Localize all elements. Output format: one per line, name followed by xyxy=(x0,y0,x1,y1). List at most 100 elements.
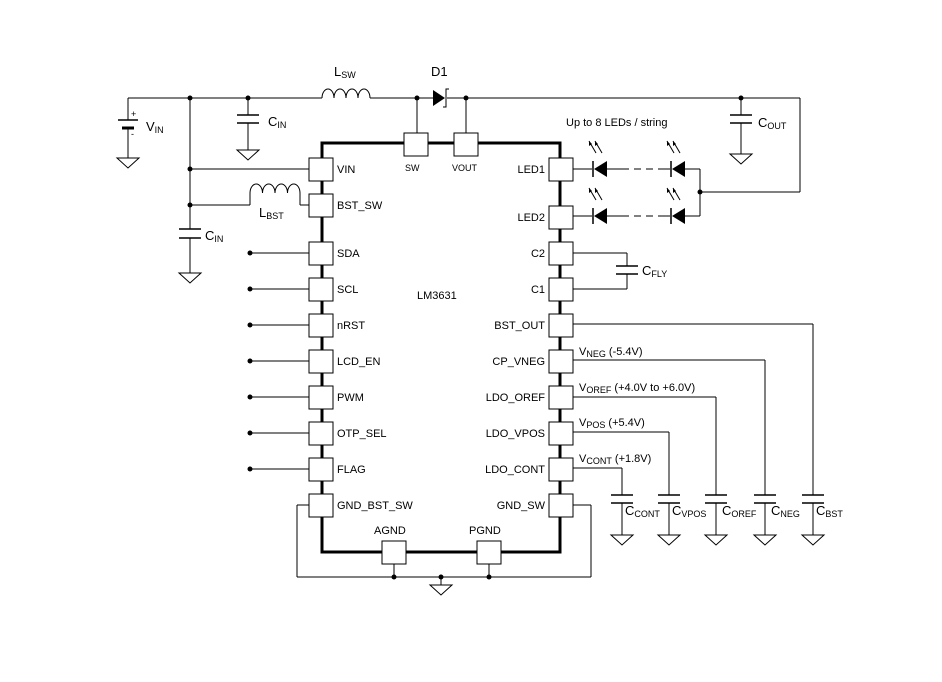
vneg-label: VNEG (-5.4V) xyxy=(579,346,643,359)
vpos-label: VPOS (+5.4V) xyxy=(579,417,645,430)
cbst-capacitor xyxy=(802,494,824,504)
pin-otp-sel xyxy=(308,421,334,446)
chip-outline xyxy=(320,141,562,554)
led-string-wiring xyxy=(573,168,701,217)
ground-icon xyxy=(753,526,777,546)
cvpos-label: CVPOS xyxy=(672,503,706,519)
cfly-label: CFLY xyxy=(642,263,667,279)
ground-icon xyxy=(657,526,681,546)
pin-label-gnd-sw: GND_SW xyxy=(497,500,546,512)
pin-label-flag: FLAG xyxy=(337,464,366,476)
pin-pgnd xyxy=(476,540,502,565)
pin-label-c2: C2 xyxy=(531,248,545,260)
pin-label-ldo-oref: LDO_OREF xyxy=(486,392,546,404)
chip-name: LM3631 xyxy=(417,290,457,302)
pin-label-led1: LED1 xyxy=(517,164,545,176)
pin-label-bst-out: BST_OUT xyxy=(494,320,545,332)
pin-ldo-vpos xyxy=(548,421,574,446)
terminal-dot xyxy=(247,322,253,328)
pin-gnd-bst-sw xyxy=(308,493,334,518)
junction-dot xyxy=(187,95,193,101)
pin-label-otp-sel: OTP_SEL xyxy=(337,428,387,440)
vcont-label: VCONT (+1.8V) xyxy=(579,453,651,466)
pin-pwm xyxy=(308,385,334,410)
cneg-capacitor xyxy=(754,494,776,504)
ccont-capacitor xyxy=(611,494,633,504)
junction-dot xyxy=(463,95,469,101)
pin-ldo-oref xyxy=(548,385,574,410)
ground-icon xyxy=(729,145,753,165)
pin-bst-sw xyxy=(308,193,334,218)
ccont-label: CCONT xyxy=(625,503,660,519)
cin-top-label: CIN xyxy=(268,114,286,130)
battery-minus: - xyxy=(131,129,134,139)
ground-icon xyxy=(704,526,728,546)
terminal-dot xyxy=(247,286,253,292)
right-pins xyxy=(548,157,574,518)
input-wiring xyxy=(127,97,801,265)
pin-label-nrst: nRST xyxy=(337,320,365,332)
pin-ldo-cont xyxy=(548,457,574,482)
pin-flag xyxy=(308,457,334,482)
cvpos-capacitor xyxy=(658,494,680,504)
ground-icon xyxy=(116,149,140,169)
pin-label-scl: SCL xyxy=(337,284,358,296)
cin-top-capacitor xyxy=(237,114,259,124)
led-note: Up to 8 LEDs / string xyxy=(566,117,668,129)
pin-nrst xyxy=(308,313,334,338)
junction-dot xyxy=(414,95,420,101)
pin-vin xyxy=(308,157,334,182)
pin-scl xyxy=(308,277,334,302)
battery-plus: + xyxy=(131,109,136,119)
pin-led2 xyxy=(548,205,574,230)
junction-dot xyxy=(187,202,193,208)
pin-label-gnd-bst-sw: GND_BST_SW xyxy=(337,500,413,512)
pin-label-pgnd: PGND xyxy=(469,525,501,537)
lbst-label: LBST xyxy=(259,205,284,221)
junction-dot xyxy=(738,95,744,101)
vin-battery xyxy=(118,119,138,130)
pin-label-ldo-vpos: LDO_VPOS xyxy=(486,428,545,440)
pin-vout xyxy=(453,132,479,157)
voref-label: VOREF (+4.0V to +6.0V) xyxy=(579,382,695,395)
pin-label-pwm: PWM xyxy=(337,392,364,404)
cfly-capacitor xyxy=(616,265,638,275)
cfly-wiring xyxy=(573,252,628,290)
pin-bst-out xyxy=(548,313,574,338)
terminal-dot xyxy=(247,394,253,400)
d1-label: D1 xyxy=(431,64,448,79)
pin-label-sda: SDA xyxy=(337,248,360,260)
ground-icon xyxy=(236,141,260,161)
logic-stubs xyxy=(250,252,309,470)
rail-wiring xyxy=(573,323,814,527)
pin-sw xyxy=(403,132,429,157)
junction-dot xyxy=(245,95,251,101)
pin-label-c1: C1 xyxy=(531,284,545,296)
junction-dot xyxy=(486,574,492,580)
junction-dot xyxy=(187,166,193,172)
ground-icon xyxy=(429,576,453,596)
pin-cp-vneg xyxy=(548,349,574,374)
led-icon xyxy=(666,140,685,177)
pin-lcd-en xyxy=(308,349,334,374)
junction-dot xyxy=(391,574,397,580)
vin-label: VIN xyxy=(146,119,164,135)
pin-label-bst-sw: BST_SW xyxy=(337,200,383,212)
led-icon xyxy=(588,140,607,177)
lbst-inductor xyxy=(249,183,301,194)
pin-label-lcd-en: LCD_EN xyxy=(337,356,380,368)
pin-label-led2: LED2 xyxy=(517,212,545,224)
coref-capacitor xyxy=(705,494,727,504)
led-icon xyxy=(666,187,685,224)
ground-icon xyxy=(610,526,634,546)
lsw-label: LSW xyxy=(334,64,356,80)
cin-bottom-label: CIN xyxy=(205,228,223,244)
terminal-dot xyxy=(247,358,253,364)
right-pin-labels: LED1 LED2 C2 C1 BST_OUT CP_VNEG LDO_OREF… xyxy=(485,164,546,512)
pin-label-vout: VOUT xyxy=(452,163,478,173)
cout-label: COUT xyxy=(758,115,787,131)
pin-c1 xyxy=(548,277,574,302)
pin-label-sw: SW xyxy=(405,163,420,173)
cneg-label: CNEG xyxy=(771,503,800,519)
left-pin-labels: VIN BST_SW SDA SCL nRST LCD_EN PWM OTP_S… xyxy=(337,164,413,512)
